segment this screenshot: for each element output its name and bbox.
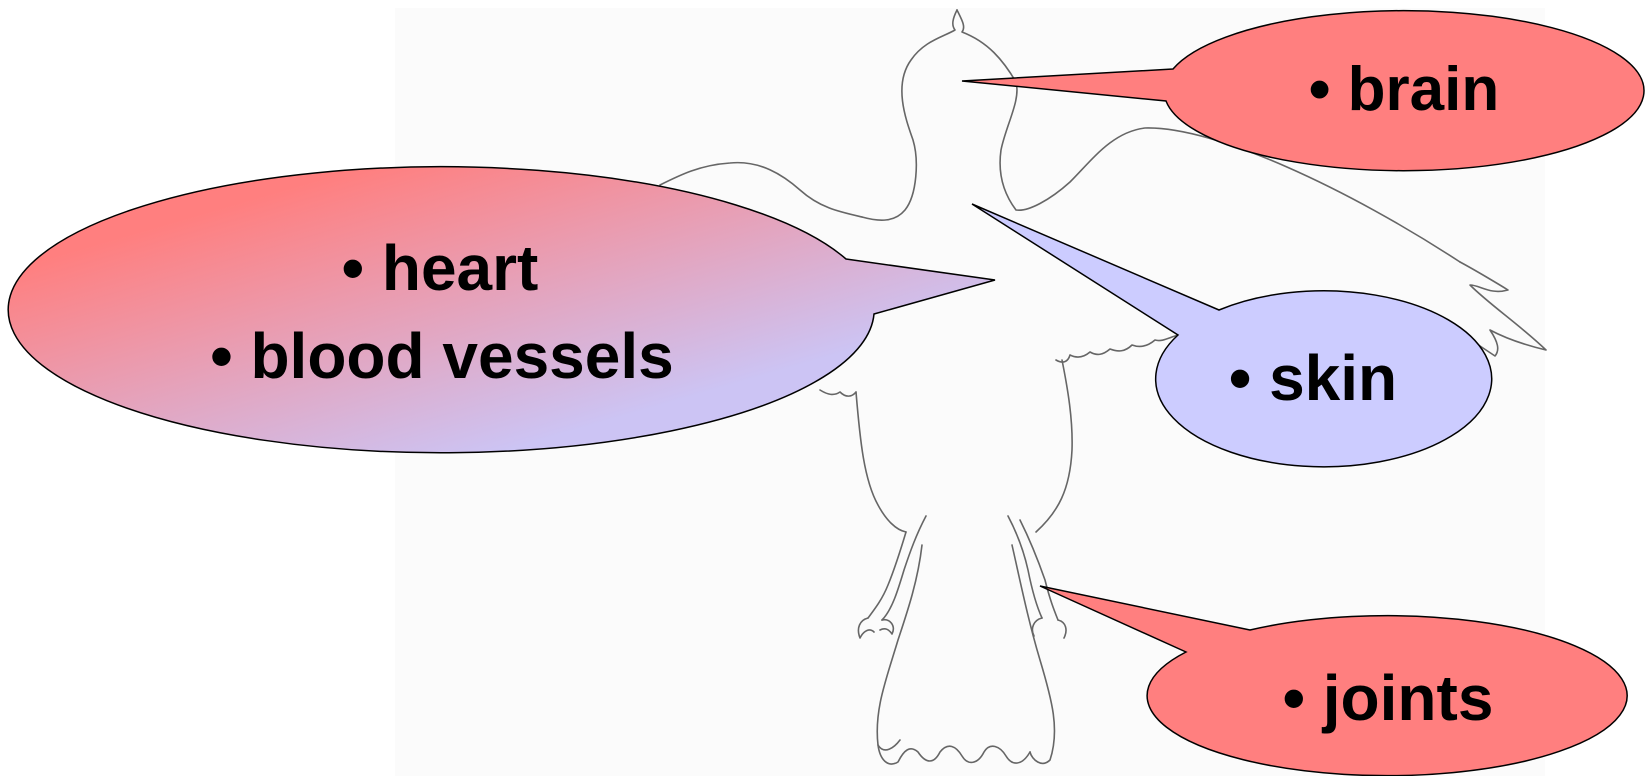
callout-heart-label-line1: • heart bbox=[342, 232, 539, 304]
callout-joints-label: • joints bbox=[1283, 662, 1494, 734]
callout-brain-label: • brain bbox=[1309, 55, 1500, 124]
callout-skin-label: • skin bbox=[1229, 342, 1397, 414]
callout-heart-label-line2: • blood vessels bbox=[210, 320, 673, 392]
